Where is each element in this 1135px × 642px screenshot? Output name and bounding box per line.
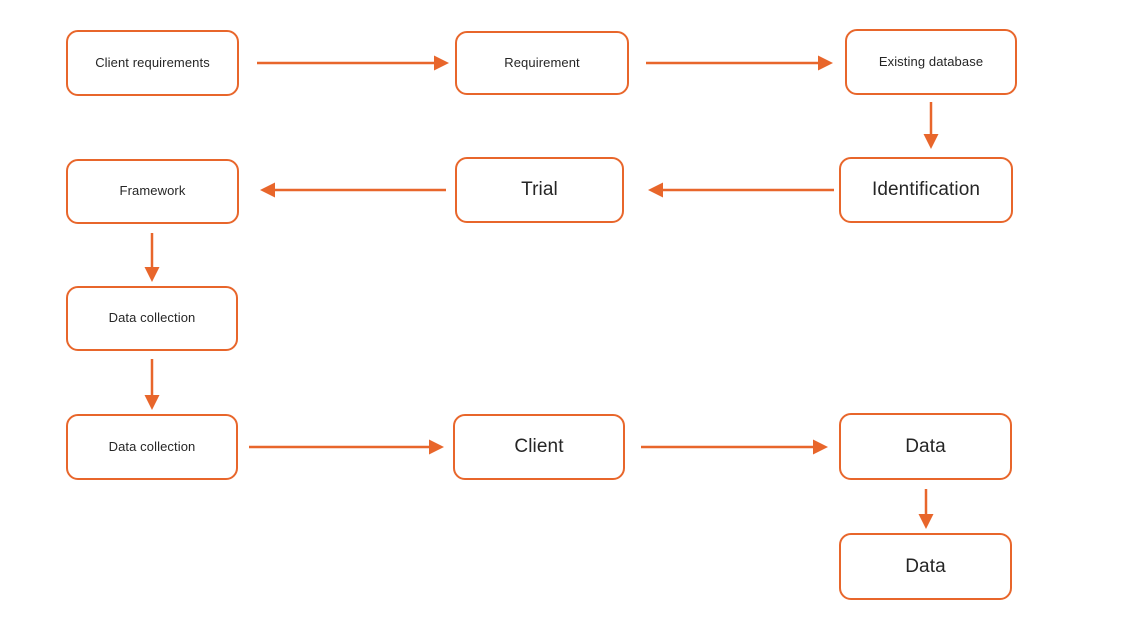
node-client-requirements[interactable]: Client requirements: [66, 30, 239, 96]
node-trial[interactable]: Trial: [455, 157, 624, 223]
node-label: Existing database: [878, 53, 984, 69]
node-framework[interactable]: Framework: [66, 159, 239, 224]
node-label: Framework: [119, 183, 186, 199]
node-label: Requirement: [504, 54, 580, 70]
node-data-collection-1[interactable]: Data collection: [66, 286, 238, 351]
node-client[interactable]: Client: [453, 414, 625, 480]
node-requirement[interactable]: Requirement: [455, 31, 629, 95]
node-data-1[interactable]: Data: [839, 413, 1012, 480]
node-data-2[interactable]: Data: [839, 533, 1012, 600]
node-existing-database[interactable]: Existing database: [845, 29, 1017, 95]
node-label: Data collection: [108, 438, 196, 454]
node-label: Trial: [521, 179, 558, 201]
node-identification[interactable]: Identification: [839, 157, 1013, 223]
node-label: Client requirements: [95, 54, 210, 70]
node-data-collection-2[interactable]: Data collection: [66, 414, 238, 480]
node-label: Data collection: [108, 310, 196, 326]
node-label: Identification: [871, 179, 981, 201]
node-label: Data: [905, 555, 946, 577]
node-label: Client: [514, 436, 564, 458]
node-label: Data: [905, 435, 946, 457]
